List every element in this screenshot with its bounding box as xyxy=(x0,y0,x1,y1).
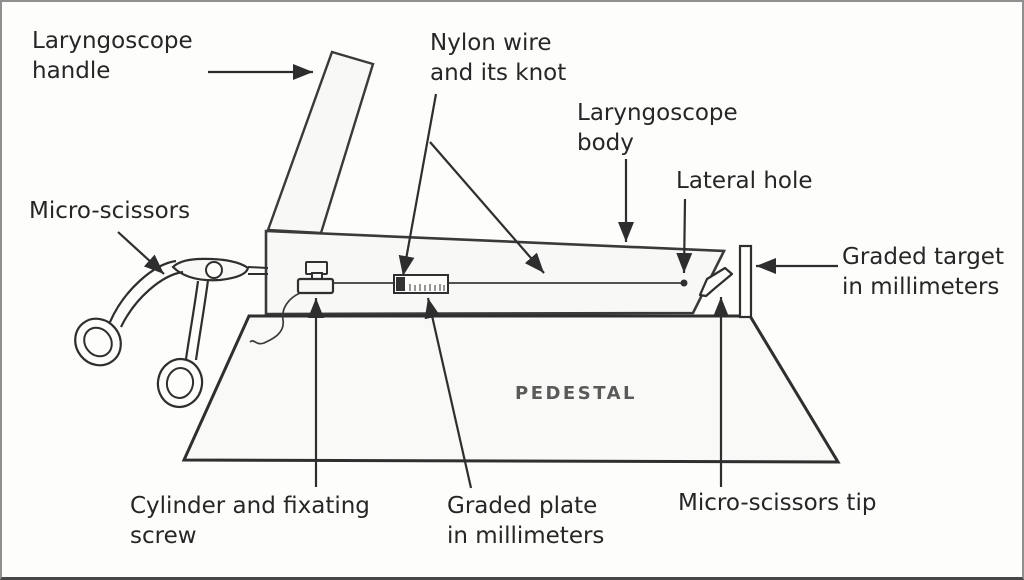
label-line: Laryngoscope xyxy=(577,100,738,126)
label-pedestal: PEDESTAL xyxy=(515,383,637,404)
label-laryngoscope-handle: Laryngoscope handle xyxy=(32,26,193,86)
arrow-nylon-wire xyxy=(429,141,545,274)
label-micro-scissors-tip: Micro-scissors tip xyxy=(678,488,876,518)
micro-scissors-shape xyxy=(74,257,269,409)
laryngoscope-body-shape xyxy=(264,229,727,316)
label-graded-target: Graded target in millimeters xyxy=(842,242,1004,302)
micro-scissors-tip-shape xyxy=(698,266,734,298)
label-line: Nylon wire xyxy=(430,30,552,56)
graded-target-shape xyxy=(738,244,753,319)
laryngoscope-handle-shape xyxy=(266,50,375,235)
label-line: Cylinder and fixating xyxy=(130,493,370,519)
label-line: and its knot xyxy=(430,60,567,86)
label-line: screw xyxy=(130,523,197,549)
wire-knot-mark xyxy=(396,277,405,291)
label-line: Graded target xyxy=(842,244,1004,270)
label-laryngoscope-body: Laryngoscope body xyxy=(577,98,738,158)
arrow-graded-plate xyxy=(424,297,473,489)
label-nylon-wire: Nylon wire and its knot xyxy=(430,28,566,88)
label-line: body xyxy=(577,130,634,156)
label-graded-plate: Graded plate in millimeters xyxy=(447,491,604,551)
cylinder-fixating-screw-shape xyxy=(296,261,335,295)
slack-wire-line xyxy=(249,292,301,345)
label-line: Micro-scissors tip xyxy=(678,490,877,516)
graded-plate-shape xyxy=(393,274,449,294)
label-line: in millimeters xyxy=(842,274,1000,300)
label-line: Laryngoscope xyxy=(32,28,193,54)
label-line: in millimeters xyxy=(447,523,605,549)
label-cylinder-screw: Cylinder and fixating screw xyxy=(130,491,370,551)
label-line: Lateral hole xyxy=(676,168,813,194)
label-line: Micro-scissors xyxy=(29,198,191,224)
label-line: handle xyxy=(32,58,111,84)
label-lateral-hole: Lateral hole xyxy=(676,166,813,196)
arrow-nylon-knot xyxy=(398,93,438,277)
arrow-lateral-hole xyxy=(676,198,693,274)
label-micro-scissors: Micro-scissors xyxy=(29,196,190,226)
label-line: PEDESTAL xyxy=(515,383,637,404)
arrow-micro-scissors xyxy=(117,231,165,275)
label-line: Graded plate xyxy=(447,493,598,519)
lateral-hole-dot xyxy=(680,279,688,287)
pedestal-shape xyxy=(181,314,841,464)
